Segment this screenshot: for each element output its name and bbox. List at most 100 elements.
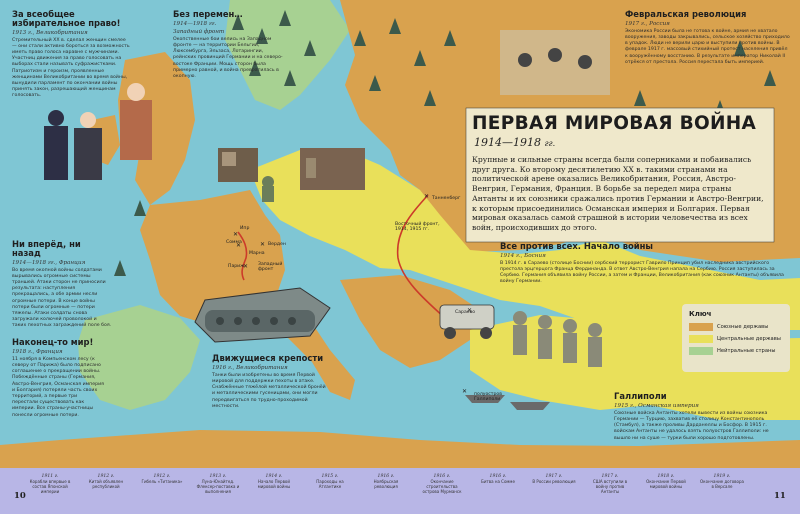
box-noforward-date: 1914—1918 гг., Франция — [12, 259, 86, 266]
box-nochange-date: 1914—1918 гг. — [173, 20, 217, 27]
legend-row-neutral: Нейтральные страны — [689, 345, 783, 357]
box-peace-heading: Наконец-то мир! — [12, 337, 94, 347]
timeline-event: 1917 г.США вступили в войну против Антан… — [592, 474, 628, 494]
box-nochange-sub: Западный фронт — [173, 28, 225, 35]
svg-text:✕: ✕ — [260, 241, 265, 248]
legend-label-neutral: Нейтральные страны — [717, 348, 776, 354]
box-nochange-heading: Без перемен… — [173, 9, 243, 19]
box-fortress-date: 1916 г., Великобритания — [212, 364, 288, 371]
label-gallipoli: полуостров Галлиполи — [474, 392, 502, 403]
box-nochange-text: Окопственные бои велись на Западном фрон… — [173, 36, 283, 80]
timeline-event: 1913 г.Луна-Юнайтед. Флексер-поставка и … — [196, 474, 240, 494]
label-ypres: Ипр — [240, 226, 250, 231]
page-title: ПЕРВАЯ МИРОВАЯ ВОЙНА — [472, 113, 757, 134]
trench-illustration — [218, 148, 365, 202]
suffragette-illustration — [44, 83, 152, 180]
tank-illustration — [194, 287, 331, 343]
timeline-event: 1914 г.Начало Первой мировой войны — [257, 474, 291, 489]
label-western-front: Западный фронт — [258, 262, 283, 273]
box-allagainst-heading: Все против всех. Начало войны — [500, 241, 654, 251]
scandinavia — [225, 0, 350, 110]
box-vote: За всеобщее избирательное право! 1913 г.… — [12, 10, 130, 100]
timeline-event: 1912 г.Китай объявлен республикой — [88, 474, 124, 489]
timeline-event: 1912 г.Гибель «Титаника» — [141, 474, 183, 484]
label-tannenberg: Танненберг — [432, 196, 461, 201]
label-paris: Париж — [228, 264, 245, 269]
box-gallipoli-date: 1915 г., Османская империя — [614, 402, 699, 409]
box-revolution-heading: Февральская революция — [625, 9, 747, 19]
car-illustration — [439, 304, 495, 339]
title-text: Крупные и сильные страны всегда были соп… — [472, 155, 764, 233]
balkans-land — [340, 275, 480, 368]
box-noforward-heading: Ни вперёд, ни назад — [12, 239, 81, 258]
timeline-event: 1918 г.Окончание Первой мировой войны — [646, 474, 686, 489]
legend-label-central: Центральные державы — [717, 336, 781, 342]
box-revolution-date: 1917 г., Россия — [625, 20, 670, 27]
timeline-event: 1915 г.Пароходы на Атлантике — [316, 474, 344, 489]
label-somme: Сомма — [226, 240, 242, 245]
box-revolution: Февральская революция 1917 г., Россия Эк… — [625, 10, 790, 66]
svg-text:✕: ✕ — [243, 263, 248, 270]
boats-illustration — [465, 395, 550, 410]
title-panel-bg — [465, 107, 775, 243]
svg-text:✕: ✕ — [467, 307, 472, 314]
legend-row-entente: Союзные державы — [689, 321, 783, 333]
box-peace-date: 1918 г., Франция — [12, 348, 63, 355]
box-noforward-text: Во время окопной войны солдатами вырывал… — [12, 267, 112, 329]
label-verdun: Верден — [268, 242, 286, 247]
label-sarajevo: Сараево — [455, 310, 476, 315]
box-gallipoli: Галлиполи 1915 г., Османская империя Сою… — [614, 392, 786, 442]
page-number-left: 10 — [14, 491, 26, 501]
box-peace-text: 11 ноября в Компьенском лесу (к северу о… — [12, 356, 104, 418]
africa-land — [0, 430, 800, 468]
timeline-event: 1917 г.В России революция — [532, 474, 576, 484]
box-gallipoli-heading: Галлиполи — [614, 391, 667, 401]
label-eastern-front: Восточный фронт, 1914, 1915 гг. — [395, 222, 440, 233]
legend-title: Ключ — [689, 310, 712, 318]
box-gallipoli-text: Союзные войска Антанты хотели вывести из… — [614, 410, 769, 441]
box-allagainst-text: В 1914 г. в Сараево (столице Боснии) сер… — [500, 260, 784, 285]
timeline-event: 1911 г.Корабли впервые в состав Японской… — [29, 474, 71, 494]
box-vote-date: 1913 г., Великобритания — [12, 29, 88, 36]
revolution-illustration — [500, 30, 610, 95]
box-revolution-text: Экономика России была не готова к войне,… — [625, 28, 790, 65]
legend-swatch-entente — [689, 323, 713, 331]
box-vote-text: Стремительный ХХ в. сделал женщин смелее… — [12, 37, 130, 99]
box-peace: Наконец-то мир! 1918 г., Франция 11 нояб… — [12, 338, 104, 419]
page-number-right: 11 — [774, 491, 786, 501]
timeline: 1911 г.Корабли впервые в состав Японской… — [0, 468, 800, 514]
legend-label-entente: Союзные державы — [717, 324, 769, 330]
svg-text:✕: ✕ — [462, 388, 467, 395]
timeline-event: 1919 г.Окончание договора в Версале — [700, 474, 744, 489]
map-legend: Ключ Союзные державы Центральные державы… — [684, 306, 788, 370]
fronts — [237, 194, 446, 319]
legend-swatch-central — [689, 335, 713, 343]
box-vote-heading: За всеобщее избирательное право! — [12, 9, 121, 28]
soldiers-illustration — [513, 311, 602, 367]
legend-row-central: Центральные державы — [689, 333, 783, 345]
iberia-land — [78, 305, 200, 410]
box-fortress-text: Танки были изобретены во время Первой ми… — [212, 372, 326, 409]
timeline-event: 1916 г.Ноябрьская революция — [373, 474, 399, 489]
central-land — [250, 150, 800, 340]
timeline-event: 1916 г.Окончание строительства острова М… — [422, 474, 462, 494]
svg-text:✕: ✕ — [233, 231, 238, 238]
box-fortress: Движущиеся крепости 1916 г., Великобрита… — [212, 354, 330, 410]
box-noforward: Ни вперёд, ни назад 1914—1918 гг., Франц… — [12, 240, 112, 330]
title-years: 1914—1918 гг. — [474, 136, 556, 149]
france-land — [140, 190, 285, 325]
western-front-line — [237, 231, 248, 281]
battle-markers: ✕ ✕ ✕ ✕ ✕ ✕ ✕ — [233, 193, 472, 395]
box-nochange: Без перемен… 1914—1918 гг. Западный фрон… — [173, 10, 285, 80]
box-allagainst-date: 1914 г., Босния — [500, 252, 546, 259]
timeline-event: 1916 г.Битва на Сомме — [481, 474, 515, 484]
eastern-front-line — [396, 194, 446, 319]
title-panel: ПЕРВАЯ МИРОВАЯ ВОЙНА 1914—1918 гг. Крупн… — [472, 113, 768, 239]
label-marne: Марна — [249, 251, 265, 256]
legend-swatch-neutral — [689, 347, 713, 355]
box-fortress-heading: Движущиеся крепости — [212, 353, 324, 363]
box-allagainst: Все против всех. Начало войны 1914 г., Б… — [500, 242, 786, 286]
svg-text:✕: ✕ — [424, 193, 429, 200]
svg-text:✕: ✕ — [236, 242, 241, 249]
